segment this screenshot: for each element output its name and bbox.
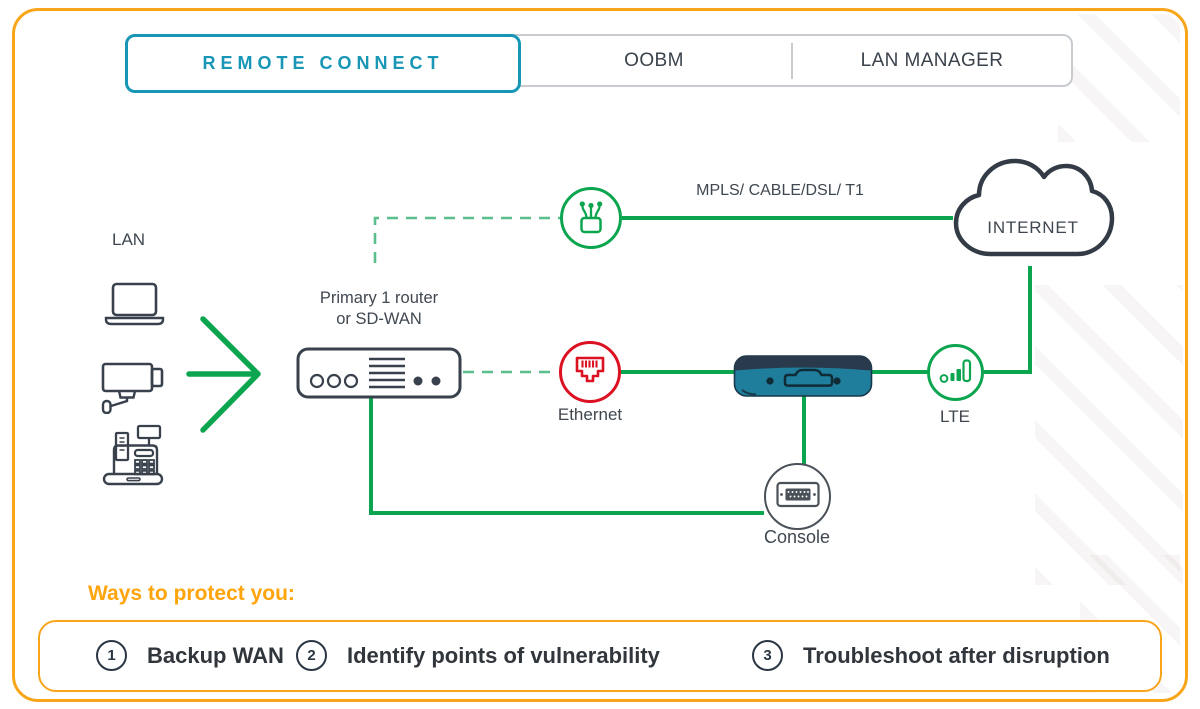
- wan-link-label: MPLS/ CABLE/DSL/ T1: [696, 182, 864, 199]
- diagonal-stripes-decoration: [1035, 285, 1183, 585]
- security-camera-icon: [100, 358, 166, 419]
- modem-antennas-icon: [573, 197, 609, 240]
- lte-node-circle: [927, 344, 984, 401]
- internet-cloud-icon: [948, 150, 1116, 273]
- number-1-badge: 1: [96, 640, 127, 671]
- number-2-badge: 2: [296, 640, 327, 671]
- laptop-icon: [103, 281, 165, 334]
- protect-item-label: Troubleshoot after disruption: [803, 642, 1110, 668]
- protect-bar: 1 Backup WAN 2 Identify points of vulner…: [38, 620, 1162, 692]
- protect-item-label: Backup WAN: [147, 642, 284, 668]
- rj45-port-icon: [573, 354, 607, 391]
- router-label: Primary 1 router or SD-WAN: [319, 289, 439, 328]
- protect-item-2: 2 Identify points of vulnerability: [296, 622, 660, 689]
- tab-oobm[interactable]: OOBM: [624, 49, 684, 71]
- tab-remote-connect-active[interactable]: REMOTE CONNECT: [125, 34, 521, 93]
- lan-arrow-icon: [186, 316, 261, 433]
- console-label: Console: [763, 527, 831, 547]
- tab-lan-manager[interactable]: LAN MANAGER: [860, 49, 1004, 71]
- ethernet-label: Ethernet: [557, 405, 623, 424]
- protect-item-3: 3 Troubleshoot after disruption: [752, 622, 1110, 689]
- tab-divider: [791, 43, 793, 79]
- router-icon: [296, 347, 462, 404]
- serial-port-icon: [775, 478, 821, 515]
- ethernet-node-circle: [559, 341, 621, 403]
- wan-node-circle: [560, 187, 622, 249]
- tab-bar: OOBM LAN MANAGER REMOTE CONNECT: [125, 34, 1073, 93]
- protect-heading: Ways to protect you:: [88, 582, 295, 605]
- console-node-circle: [764, 463, 831, 530]
- oobm-appliance-device: [733, 350, 873, 403]
- number-3-badge: 3: [752, 640, 783, 671]
- lte-label: LTE: [940, 407, 970, 426]
- protect-item-1: 1 Backup WAN: [96, 622, 284, 689]
- pos-register-icon: [102, 424, 164, 491]
- protect-item-label: Identify points of vulnerability: [347, 642, 660, 668]
- diagonal-stripes-decoration: [1058, 14, 1180, 142]
- internet-label: INTERNET: [987, 218, 1079, 237]
- lan-label: LAN: [112, 230, 146, 249]
- signal-bars-icon: [939, 357, 973, 389]
